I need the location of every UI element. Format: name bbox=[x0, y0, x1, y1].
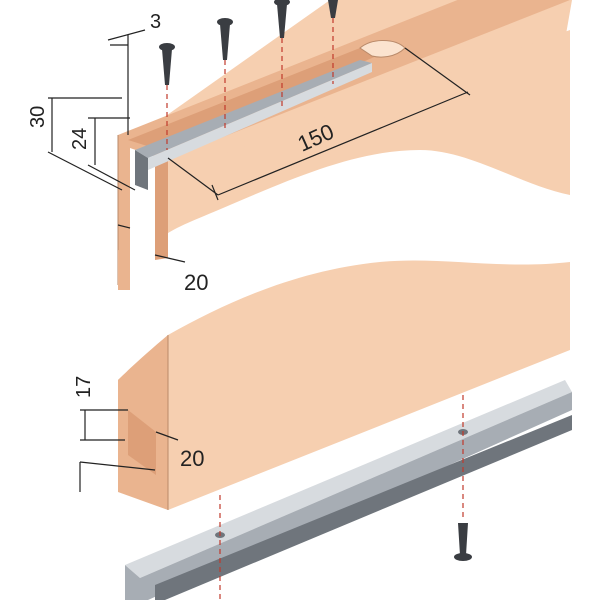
top-panel-left-break bbox=[118, 250, 130, 290]
guide-lines bbox=[166, 18, 464, 600]
top-panel bbox=[117, 0, 572, 290]
dim-label-panel-height: 30 bbox=[27, 106, 49, 128]
bottom-rail-inner bbox=[155, 415, 572, 600]
screw-1 bbox=[159, 43, 175, 85]
bottom-rail bbox=[125, 380, 572, 600]
bottom-panel bbox=[118, 260, 570, 510]
dim-label-bottom-thickness: 20 bbox=[180, 446, 204, 471]
bottom-groove bbox=[128, 410, 156, 475]
top-panel-face bbox=[155, 0, 572, 180]
dim-label-top-thickness: 20 bbox=[184, 270, 208, 295]
top-rail bbox=[135, 60, 372, 158]
bottom-panel-face bbox=[168, 260, 570, 510]
screw-3 bbox=[274, 0, 290, 38]
dimension-lines bbox=[47, 29, 471, 492]
top-rail-face bbox=[148, 63, 372, 170]
dim-label-bottom-groove: 17 bbox=[73, 376, 95, 398]
top-panel-side-edge bbox=[155, 160, 168, 260]
screw-2 bbox=[217, 18, 233, 60]
top-panel-break bbox=[165, 30, 570, 235]
bottom-panel-left-wave bbox=[118, 335, 168, 390]
dim-label-groove-depth: 24 bbox=[69, 128, 91, 150]
screw-4 bbox=[328, 0, 338, 18]
screw-bottom bbox=[454, 523, 472, 561]
top-slot-end bbox=[359, 40, 406, 58]
dim-label-top-gap: 3 bbox=[150, 11, 161, 33]
top-rail-lip bbox=[135, 150, 148, 190]
screws bbox=[159, 0, 472, 561]
bottom-rail-end bbox=[125, 565, 140, 600]
